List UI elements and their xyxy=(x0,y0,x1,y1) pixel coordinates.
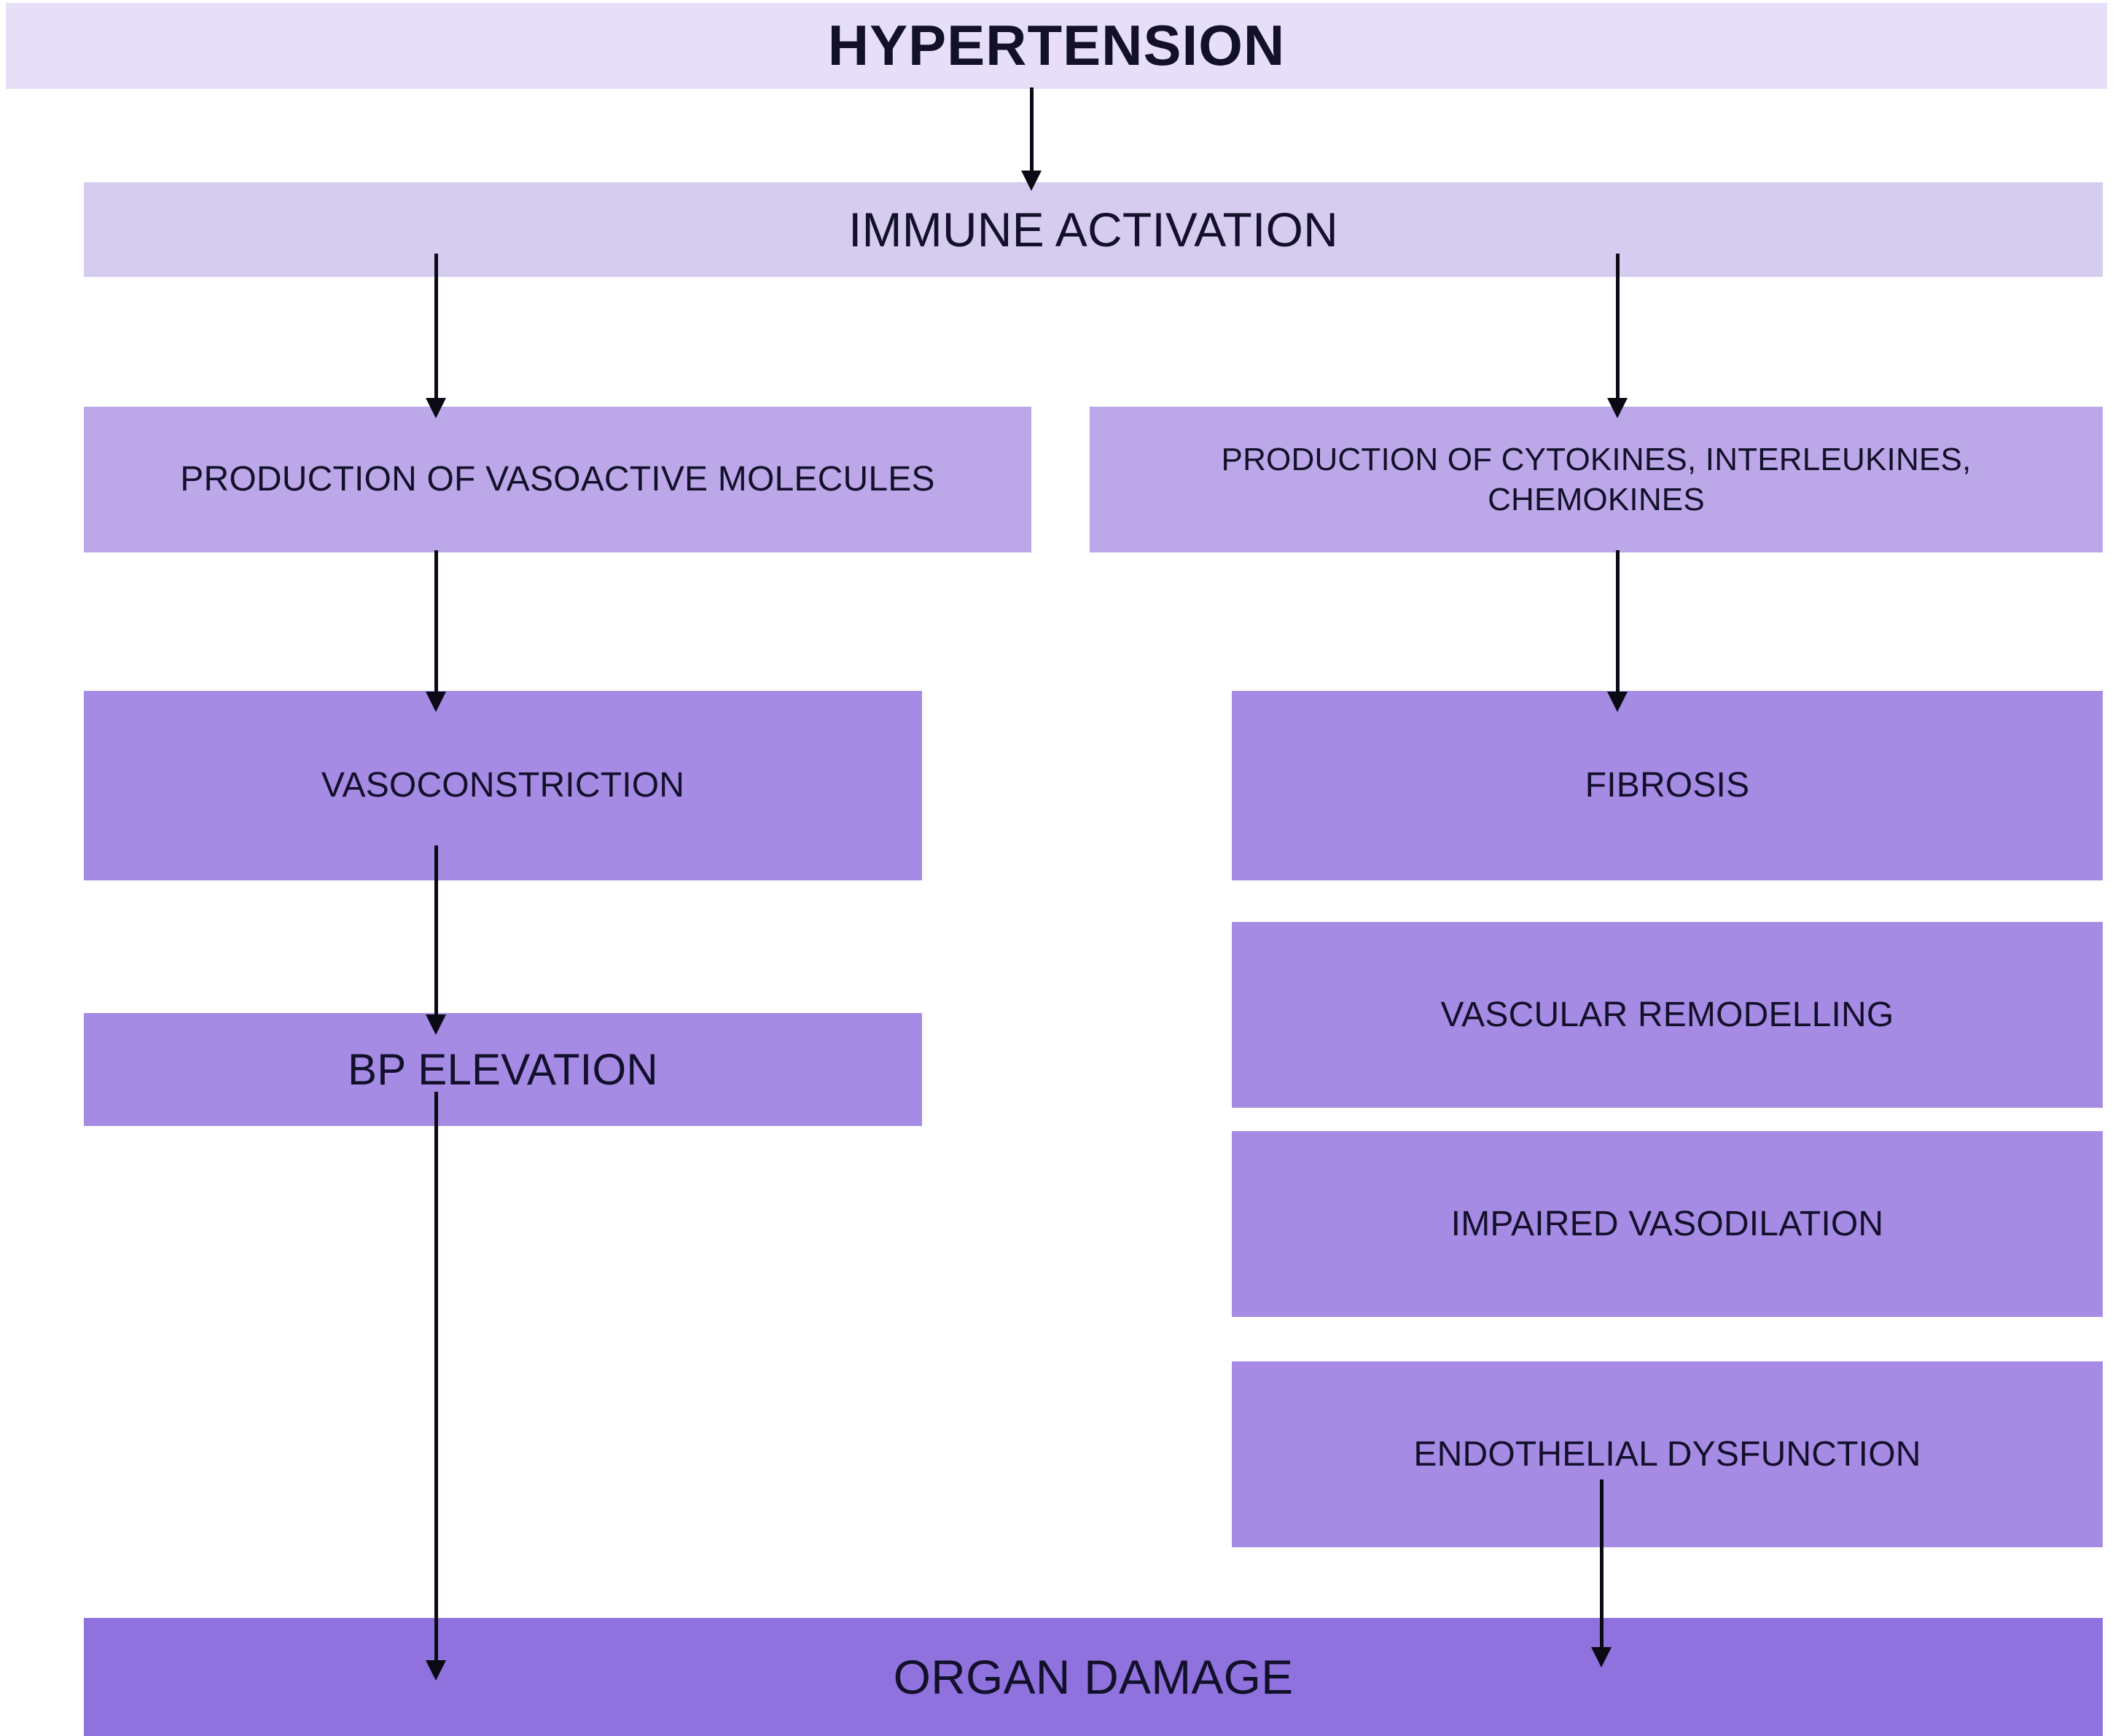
node-impaired-vasodilation[interactable]: IMPAIRED VASODILATION xyxy=(1232,1131,2103,1317)
node-organ-damage[interactable]: ORGAN DAMAGE xyxy=(84,1618,2103,1736)
node-cytokines-label: PRODUCTION OF CYTOKINES, INTERLEUKINES, … xyxy=(1221,442,1972,517)
node-vascular-remodelling[interactable]: VASCULAR REMODELLING xyxy=(1232,922,2103,1108)
node-vascular-remodelling-label: VASCULAR REMODELLING xyxy=(1440,995,1894,1034)
node-endothelial-dysfunction-label: ENDOTHELIAL DYSFUNCTION xyxy=(1413,1434,1921,1474)
node-bp-elevation-label: BP ELEVATION xyxy=(348,1045,658,1094)
node-vasoconstriction[interactable]: VASOCONSTRICTION xyxy=(84,691,922,880)
node-immune-activation[interactable]: IMMUNE ACTIVATION xyxy=(84,182,2103,277)
node-hypertension[interactable]: HYPERTENSION xyxy=(6,3,2107,89)
node-endothelial-dysfunction[interactable]: ENDOTHELIAL DYSFUNCTION xyxy=(1232,1361,2103,1547)
node-organ-damage-label: ORGAN DAMAGE xyxy=(893,1649,1294,1704)
node-vasoconstriction-label: VASOCONSTRICTION xyxy=(321,766,685,805)
node-fibrosis[interactable]: FIBROSIS xyxy=(1232,691,2103,880)
node-vasoactive-molecules[interactable]: PRODUCTION OF VASOACTIVE MOLECULES xyxy=(84,407,1031,552)
node-vasoactive-molecules-label: PRODUCTION OF VASOACTIVE MOLECULES xyxy=(180,460,935,498)
node-cytokines[interactable]: PRODUCTION OF CYTOKINES, INTERLEUKINES, … xyxy=(1090,407,2103,552)
node-immune-activation-label: IMMUNE ACTIVATION xyxy=(848,202,1338,257)
edge-shaft xyxy=(1030,87,1034,172)
node-bp-elevation[interactable]: BP ELEVATION xyxy=(84,1013,922,1126)
node-impaired-vasodilation-label: IMPAIRED VASODILATION xyxy=(1450,1204,1884,1243)
edge-shaft xyxy=(434,1092,438,1662)
edge-shaft xyxy=(434,550,438,693)
node-hypertension-label: HYPERTENSION xyxy=(827,13,1286,78)
edge-shaft xyxy=(1616,550,1620,693)
node-fibrosis-label: FIBROSIS xyxy=(1585,766,1750,805)
